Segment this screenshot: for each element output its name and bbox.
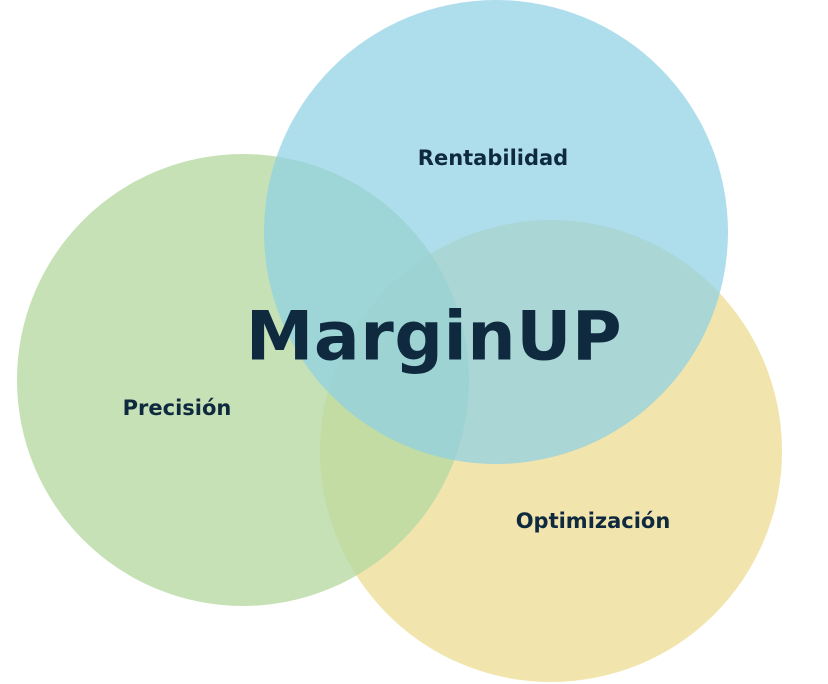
label-precision: Precisión [122,396,232,420]
label-optimizacion: Optimización [515,509,671,533]
circle-rentabilidad [264,0,728,464]
diagram-title: MarginUP [245,297,623,377]
label-rentabilidad: Rentabilidad [417,146,569,170]
